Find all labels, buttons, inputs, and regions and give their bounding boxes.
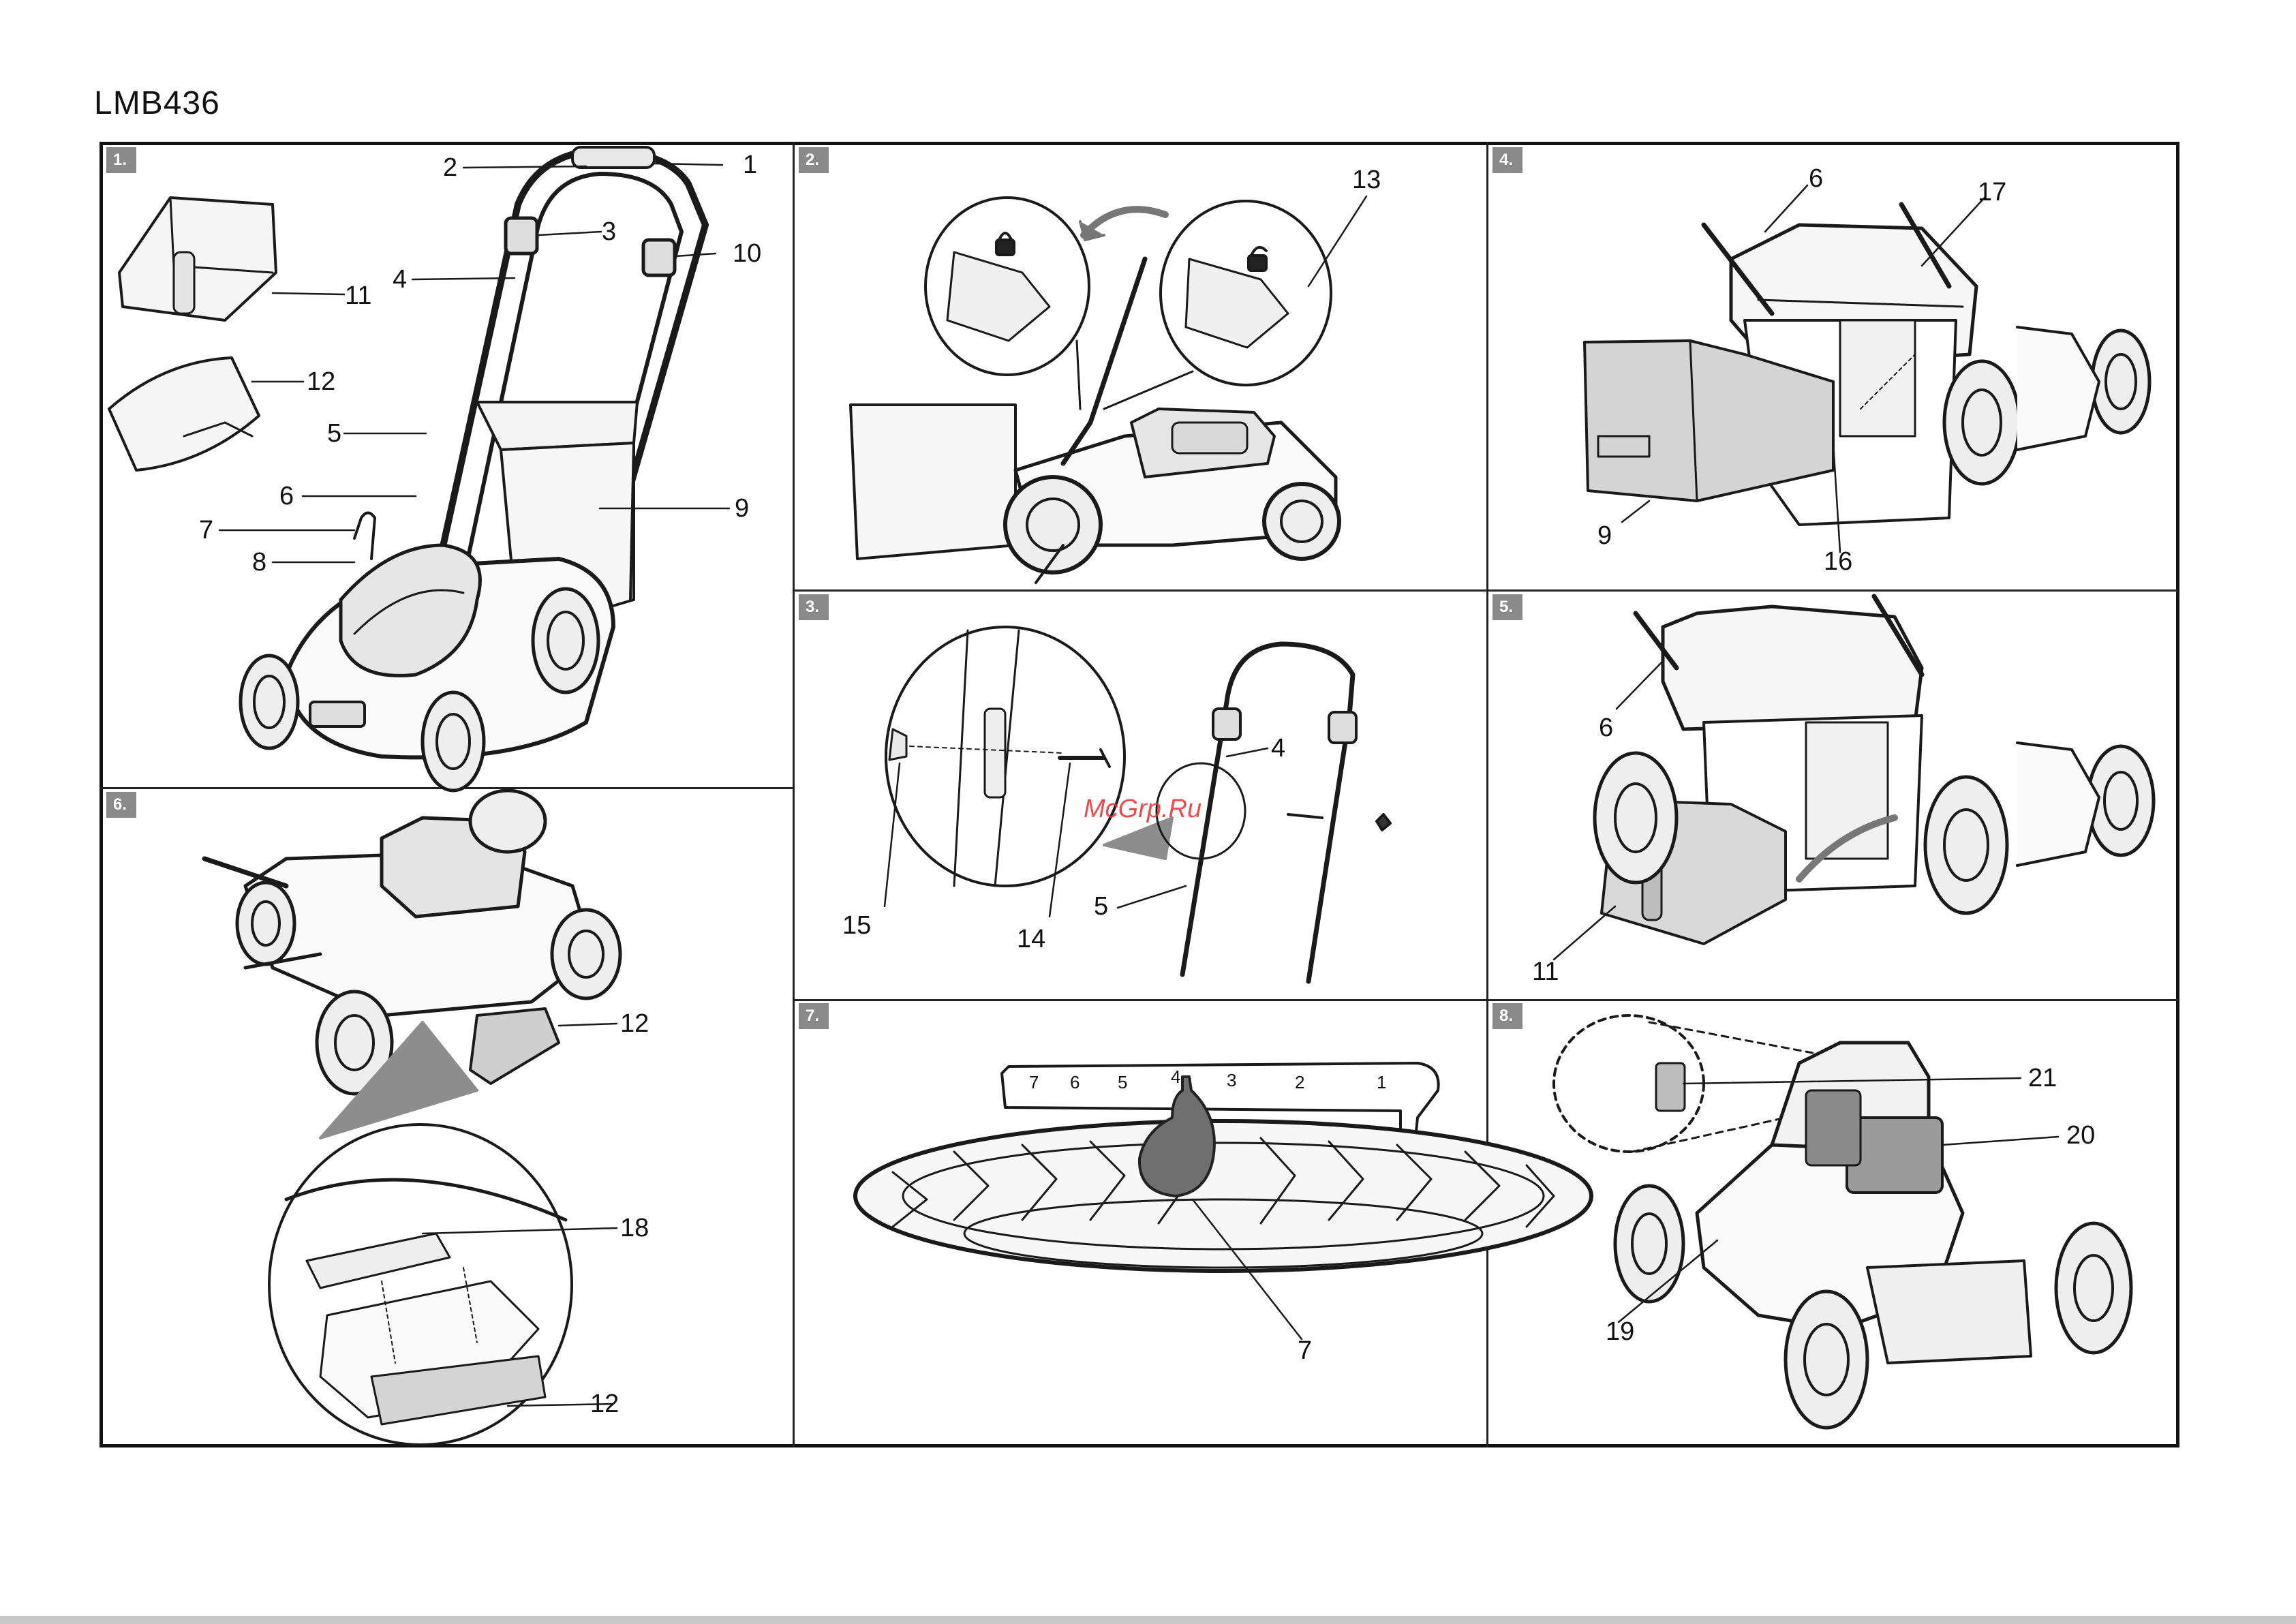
panel-tag-8: 8. [1493,1003,1522,1029]
callout-15: 15 [842,912,871,939]
callout-6-12-bottom: 12 [590,1390,619,1418]
panel-1-leaders [219,164,729,562]
callout-21: 21 [2028,1064,2057,1092]
panel-3-leaders [885,748,1268,917]
panel-2-handle-lock-illustration [851,198,1339,583]
panel-tag-1: 1. [106,147,136,173]
callout-20: 20 [2066,1122,2095,1149]
panel-5-mulch-plug-illustration [1595,596,2154,944]
callout-8: 8 [252,549,266,576]
callout-1: 1 [743,151,757,179]
callout-18: 18 [620,1214,649,1242]
callout-3-5: 5 [1094,893,1108,920]
callout-4: 4 [393,266,407,293]
panel-4-grass-bag-illustration [1585,204,2149,525]
panel-tag-2: 2. [799,147,829,173]
callout-4-6: 6 [1809,165,1823,192]
callout-7-7: 7 [1298,1337,1312,1364]
callout-19: 19 [1606,1318,1634,1345]
height-scale-7: 7 [1029,1069,1039,1096]
callout-6: 6 [279,482,294,510]
callout-17: 17 [1978,179,2006,206]
callout-4-9: 9 [1597,522,1612,549]
callout-5-6: 6 [1599,714,1613,741]
height-scale-2: 2 [1295,1069,1304,1096]
height-scale-4: 4 [1171,1063,1180,1090]
callout-10: 10 [733,240,761,267]
callout-3: 3 [602,218,616,245]
callout-12: 12 [307,368,335,395]
watermark-text: McGrp.Ru [1084,795,1201,824]
callout-9: 9 [735,495,749,522]
height-scale-3: 3 [1227,1067,1236,1094]
callout-7: 7 [199,517,213,544]
callout-11: 11 [345,282,371,309]
callout-5: 5 [327,420,341,447]
panel-tag-3: 3. [799,594,829,620]
callout-2: 2 [443,154,457,181]
viewer-bottom-edge [0,1616,2296,1624]
height-scale-6: 6 [1070,1069,1080,1096]
height-scale-1: 1 [1377,1069,1386,1096]
callout-14: 14 [1017,925,1045,953]
callout-13: 13 [1352,166,1381,194]
panel-tag-5: 5. [1493,594,1522,620]
callout-16: 16 [1824,548,1852,575]
callout-6-12-top: 12 [620,1010,649,1037]
callout-3-4: 4 [1271,735,1285,762]
panel-tag-7: 7. [799,1003,829,1029]
callout-5-11: 11 [1532,958,1559,985]
panel-tag-4: 4. [1493,147,1522,173]
panel-6-side-discharge-illustration [204,791,620,1445]
height-scale-5: 5 [1118,1069,1127,1096]
panel-tag-6: 6. [106,792,136,818]
